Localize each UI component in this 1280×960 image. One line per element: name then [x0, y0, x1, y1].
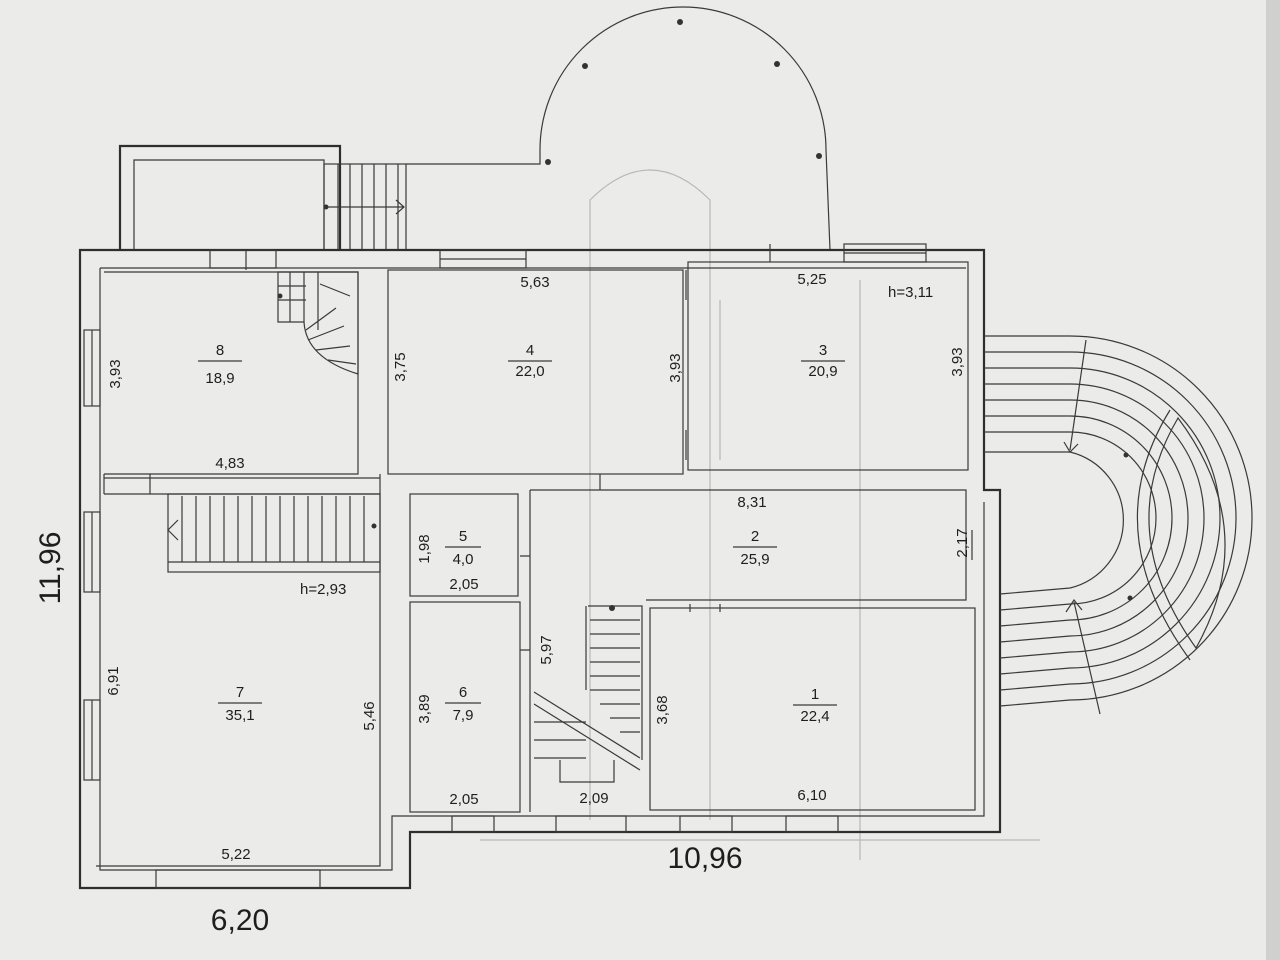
svg-text:8: 8: [216, 342, 224, 359]
room-3-label: 3 20,9: [801, 342, 845, 380]
dim-corridor-length: 5,97: [538, 635, 555, 664]
svg-text:18,9: 18,9: [205, 370, 234, 387]
dim-room7-left: 6,91: [105, 666, 122, 695]
paper-edge: [1266, 0, 1280, 960]
dim-room3-height: 3,93: [949, 347, 966, 376]
svg-text:7,9: 7,9: [453, 707, 474, 724]
dim-room4-right: 3,93: [667, 353, 684, 382]
top-semicircle-terrace: [406, 6, 831, 251]
dim-room4-left: 3,75: [392, 352, 409, 381]
overall-dimensions: 11,96 6,20 10,96: [34, 532, 743, 937]
spiral-stair: [277, 271, 359, 375]
svg-text:22,4: 22,4: [800, 708, 829, 725]
svg-text:1: 1: [811, 686, 819, 703]
svg-text:22,0: 22,0: [515, 363, 544, 380]
overall-width-left: 6,20: [211, 904, 269, 937]
room-2-label: 2 25,9: [733, 528, 777, 568]
dim-room2-width: 8,31: [737, 494, 766, 511]
svg-text:4,0: 4,0: [453, 551, 474, 568]
dim-room6-width: 2,05: [449, 791, 478, 808]
dim-stair-width: 2,09: [579, 790, 608, 807]
windows: [83, 243, 927, 889]
top-entry-stairs: [323, 163, 407, 251]
room-5-label: 5 4,0: [445, 528, 481, 568]
dim-room7-right: 5,46: [361, 701, 378, 730]
svg-text:7: 7: [236, 684, 244, 701]
svg-text:20,9: 20,9: [808, 363, 837, 380]
dim-room3-width: 5,25: [797, 271, 826, 288]
svg-text:2: 2: [751, 528, 759, 545]
top-balcony: [118, 144, 342, 250]
dim-room7-width: 5,22: [221, 846, 250, 863]
dim-room1-height: 3,68: [654, 695, 671, 724]
svg-text:35,1: 35,1: [225, 707, 254, 724]
ceiling-height-upper: h=3,11: [888, 284, 933, 301]
room-labels: 1 22,4 2 25,9 3 20,9 4 22,0 5 4,0 6 7,9: [198, 342, 845, 725]
overall-width-main: 10,96: [667, 842, 742, 875]
dim-room5-width: 2,05: [449, 576, 478, 593]
dim-room4-width: 5,63: [520, 274, 549, 291]
central-stair: [533, 605, 643, 783]
svg-text:6: 6: [459, 684, 467, 701]
room-8-label: 8 18,9: [198, 342, 242, 387]
overall-height: 11,96: [34, 532, 67, 605]
svg-text:3: 3: [819, 342, 827, 359]
room-6-label: 6 7,9: [445, 684, 481, 724]
dim-room1-width: 6,10: [797, 787, 826, 804]
dim-room6-height: 3,89: [416, 694, 433, 723]
dim-room2-height: 2,17: [954, 528, 971, 557]
svg-text:5: 5: [459, 528, 467, 545]
svg-text:4: 4: [526, 342, 534, 359]
dimension-labels: 6,10 3,68 8,31 2,17 5,25 3,93 5,63 3,75 …: [105, 271, 971, 863]
dim-room8-height: 3,93: [107, 359, 124, 388]
room-7-label: 7 35,1: [218, 684, 262, 724]
svg-text:25,9: 25,9: [740, 551, 769, 568]
room-1-label: 1 22,4: [793, 686, 837, 725]
room-outlines: [96, 244, 976, 867]
bleed-through-lines: [480, 169, 1040, 860]
right-terrace-stairs: [984, 335, 1253, 715]
room-4-label: 4 22,0: [508, 342, 552, 380]
dim-room8-width: 4,83: [215, 455, 244, 472]
dim-room5-height: 1,98: [416, 534, 433, 563]
ceiling-height-lower: h=2,93: [300, 581, 346, 598]
room7-stair: [167, 493, 381, 573]
